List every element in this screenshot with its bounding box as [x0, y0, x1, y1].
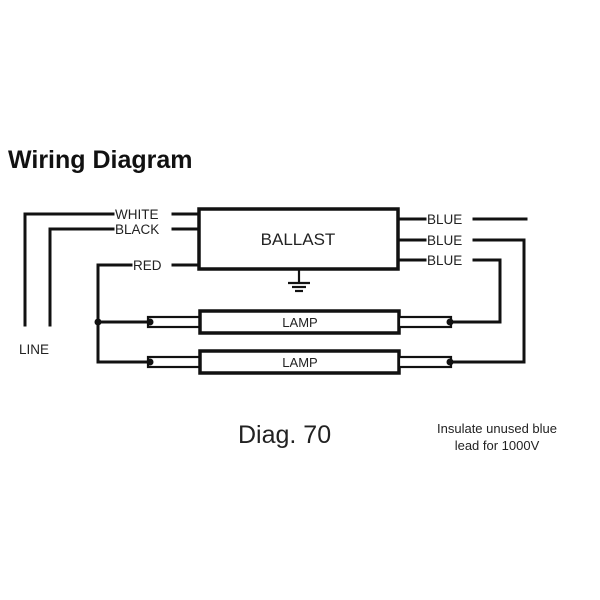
ballast-box	[197, 207, 400, 271]
diagram-title: Wiring Diagram	[8, 146, 193, 174]
wire-label-red: RED	[133, 258, 162, 273]
wire-blue-3	[396, 258, 502, 324]
wire-blue-2	[396, 238, 526, 364]
wire-label-blue-2: BLUE	[427, 233, 462, 248]
ground-icon	[288, 270, 310, 293]
ballast-label: BALLAST	[261, 230, 336, 249]
wire-label-blue-3: BLUE	[427, 253, 462, 268]
wire-label-white: WHITE	[115, 207, 159, 222]
lamp-label-1: LAMP	[282, 315, 317, 330]
wire-red	[94, 263, 201, 364]
lamp-label-2: LAMP	[282, 355, 317, 370]
wire-label-black: BLACK	[115, 222, 159, 237]
note-line-2: lead for 1000V	[455, 438, 540, 453]
wire-black	[48, 227, 201, 327]
lamp-1	[146, 309, 454, 335]
line-label: LINE	[19, 342, 49, 357]
diagram-number: Diag. 70	[238, 421, 331, 449]
note-line-1: Insulate unused blue	[437, 421, 557, 436]
lamp-2	[146, 349, 454, 375]
wire-label-blue-1: BLUE	[427, 212, 462, 227]
wire-white	[23, 212, 201, 327]
